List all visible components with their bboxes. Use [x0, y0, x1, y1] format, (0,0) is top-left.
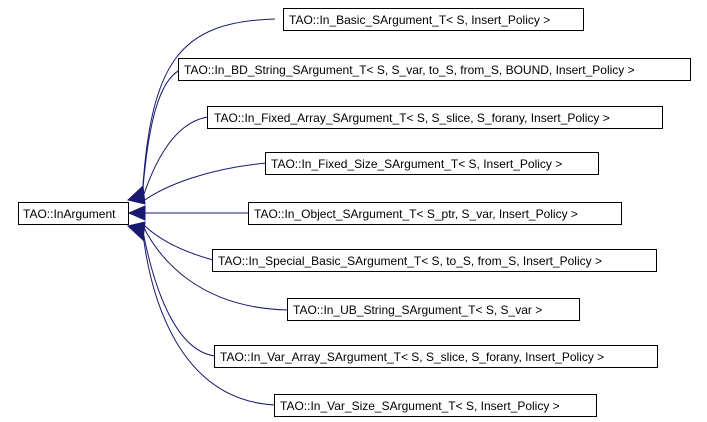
edge-in-basic: [141, 18, 276, 201]
base-class-label: TAO::InArgument: [23, 207, 116, 221]
edge-in-fixed-size: [141, 162, 268, 203]
derived-class-node[interactable]: TAO::In_BD_String_SArgument_T< S, S_var,…: [178, 58, 691, 81]
arrowhead-middle: [127, 205, 146, 221]
derived-class-node[interactable]: TAO::In_Fixed_Array_SArgument_T< S, S_sl…: [207, 106, 663, 129]
edge-in-ub-string: [142, 225, 289, 311]
inheritance-edges: [126, 18, 289, 406]
derived-class-label: TAO::In_Var_Array_SArgument_T< S, S_slic…: [220, 350, 604, 364]
base-class-node[interactable]: TAO::InArgument: [18, 202, 129, 225]
derived-class-label: TAO::In_Basic_SArgument_T< S, Insert_Pol…: [289, 13, 550, 27]
derived-class-node[interactable]: TAO::In_Var_Array_SArgument_T< S, S_slic…: [214, 345, 658, 368]
edge-in-special-basic: [144, 225, 214, 261]
edge-in-var-size: [141, 225, 276, 406]
arrowhead-bottom: [126, 221, 146, 242]
derived-class-node[interactable]: TAO::In_UB_String_SArgument_T< S, S_var …: [287, 298, 580, 321]
arrowhead-top: [126, 184, 146, 205]
derived-class-label: TAO::In_Var_Size_SArgument_T< S, Insert_…: [280, 399, 560, 413]
derived-class-node[interactable]: TAO::In_Special_Basic_SArgument_T< S, to…: [212, 249, 657, 272]
derived-class-label: TAO::In_BD_String_SArgument_T< S, S_var,…: [184, 63, 635, 77]
derived-class-label: TAO::In_Fixed_Array_SArgument_T< S, S_sl…: [214, 111, 610, 125]
derived-class-label: TAO::In_Fixed_Size_SArgument_T< S, Inser…: [271, 157, 562, 171]
derived-class-label: TAO::In_UB_String_SArgument_T< S, S_var …: [293, 303, 542, 317]
derived-class-node[interactable]: TAO::In_Object_SArgument_T< S_ptr, S_var…: [248, 202, 622, 225]
derived-class-node[interactable]: TAO::In_Basic_SArgument_T< S, Insert_Pol…: [283, 8, 584, 31]
edge-in-fixed-array: [141, 116, 209, 201]
derived-class-label: TAO::In_Object_SArgument_T< S_ptr, S_var…: [254, 207, 578, 221]
derived-class-node[interactable]: TAO::In_Fixed_Size_SArgument_T< S, Inser…: [265, 152, 599, 175]
edge-in-bd-string: [141, 69, 181, 201]
derived-class-node[interactable]: TAO::In_Var_Size_SArgument_T< S, Insert_…: [274, 394, 597, 417]
edge-in-var-array: [141, 225, 216, 357]
derived-class-label: TAO::In_Special_Basic_SArgument_T< S, to…: [218, 254, 602, 268]
